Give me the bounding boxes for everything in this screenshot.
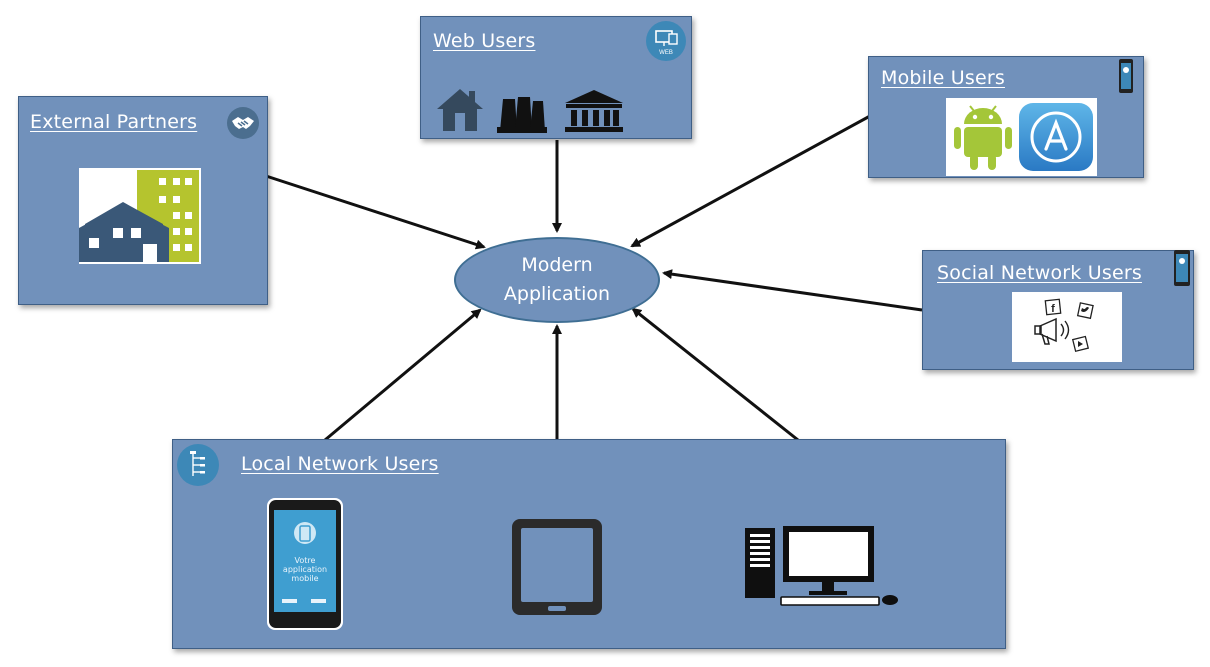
social-network-users-box: Social Network Users f <box>922 250 1194 370</box>
arrow-social-users <box>662 269 923 312</box>
house-icon <box>437 89 483 131</box>
arrow-local-right <box>631 307 799 442</box>
web-users-title: Web Users <box>433 30 536 52</box>
phone-text-line-2: application <box>282 565 328 574</box>
app-store-icon <box>1019 103 1093 171</box>
web-monitor-icon: WEB <box>646 21 686 61</box>
social-network-users-title: Social Network Users <box>937 262 1142 284</box>
center-line-2: Application <box>503 283 611 305</box>
network-tree-icon <box>177 444 219 486</box>
building-house-tile <box>79 168 201 264</box>
arrow-local-left <box>324 308 482 442</box>
arrow-mobile-users <box>630 114 871 248</box>
megaphone-icon <box>1034 317 1070 345</box>
social-media-tile: f <box>1012 292 1122 362</box>
local-network-users-box: Local Network Users Votre application mo… <box>172 439 1006 649</box>
mobile-stores-tile <box>946 98 1097 176</box>
desktop-computer-icon <box>745 526 898 606</box>
building-house-icon <box>79 170 199 262</box>
social-media-icon: f <box>1034 298 1094 353</box>
facebook-icon <box>1044 298 1062 316</box>
phone-badge-icon <box>1174 250 1190 286</box>
phone-text-line-1: Votre <box>294 556 316 565</box>
factory-icon <box>497 97 547 133</box>
external-partners-box: External Partners <box>18 96 268 305</box>
arrow-external-partners <box>265 174 486 250</box>
external-partners-title: External Partners <box>30 111 198 133</box>
center-line-1: Modern <box>521 254 593 276</box>
mobile-users-box: Mobile Users <box>868 56 1144 178</box>
handshake-icon <box>227 107 259 139</box>
youtube-icon <box>1071 335 1090 353</box>
android-icon <box>954 105 1012 170</box>
mobile-users-title: Mobile Users <box>881 67 1005 89</box>
web-badge-text: WEB <box>659 50 673 56</box>
phone-badge-icon <box>1119 59 1133 93</box>
modern-application-node: Modern Application <box>454 237 660 323</box>
phone-app-text: Votre application mobile <box>274 556 336 583</box>
twitter-icon <box>1076 302 1094 320</box>
smartphone-icon: Votre application mobile <box>265 496 345 632</box>
web-users-box: Web Users WEB <box>420 16 692 139</box>
tablet-icon <box>512 519 602 615</box>
phone-text-line-3: mobile <box>291 574 319 583</box>
local-network-users-title: Local Network Users <box>241 453 439 475</box>
bank-icon <box>565 90 623 132</box>
svg-text:f: f <box>1051 303 1055 315</box>
